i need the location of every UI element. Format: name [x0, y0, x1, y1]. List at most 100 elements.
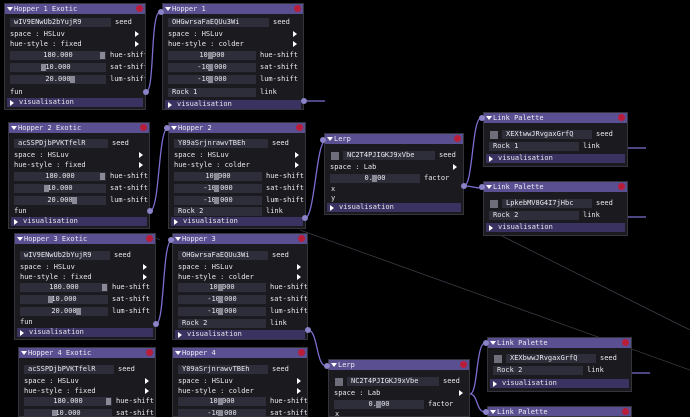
- space-expand-arrow-icon[interactable]: [145, 378, 149, 384]
- collapse-triangle-icon[interactable]: [331, 363, 337, 367]
- output-pin[interactable]: [143, 89, 149, 95]
- hue-style-dropdown[interactable]: hue-style : colder: [174, 161, 250, 169]
- slider-grab[interactable]: [214, 173, 219, 180]
- seed-input[interactable]: XEXbwwJRvgaxGrfQ: [506, 354, 596, 363]
- hue-style-expand-arrow-icon[interactable]: [293, 41, 297, 47]
- lock-checkbox[interactable]: [335, 378, 343, 386]
- collapse-triangle-icon[interactable]: [490, 410, 496, 414]
- node-hopper-4-exotic[interactable]: Hopper 4 Exotic acSSPDjbPVKTfelR seed sp…: [18, 347, 156, 417]
- seed-input[interactable]: XEXtwwJRvgaxGrfQ: [502, 130, 592, 139]
- space-expand-arrow-icon[interactable]: [453, 164, 457, 170]
- hue-style-expand-arrow-icon[interactable]: [145, 388, 149, 394]
- output-pin[interactable]: [301, 98, 307, 104]
- slider-grab[interactable]: [218, 284, 223, 291]
- space-dropdown[interactable]: space : HSLuv: [178, 377, 233, 385]
- collapse-triangle-icon[interactable]: [175, 237, 181, 241]
- space-expand-arrow-icon[interactable]: [297, 264, 301, 270]
- link-input[interactable]: Rock 2: [493, 366, 583, 375]
- collapse-triangle-icon[interactable]: [486, 185, 492, 189]
- output-pin[interactable]: [302, 215, 308, 221]
- hue-shift-slider[interactable]: 10.000: [178, 397, 266, 406]
- hue-style-expand-arrow-icon[interactable]: [295, 162, 299, 168]
- factor-slider[interactable]: 0.500: [334, 400, 424, 409]
- seed-input[interactable]: Y89aSrjnrawvTBEh: [174, 139, 268, 148]
- output-pin[interactable]: [305, 327, 311, 333]
- close-icon[interactable]: [136, 5, 143, 12]
- lum-shift-slider[interactable]: 20.000: [10, 75, 106, 84]
- space-dropdown[interactable]: space : HSLuv: [24, 377, 79, 385]
- sat-shift-slider[interactable]: -10.000: [168, 63, 256, 72]
- visualisation-toggle[interactable]: visualisation: [486, 154, 625, 163]
- collapse-triangle-icon[interactable]: [17, 237, 23, 241]
- space-dropdown[interactable]: space : HSLuv: [14, 151, 69, 159]
- close-icon[interactable]: [146, 235, 153, 242]
- slider-grab[interactable]: [41, 64, 46, 71]
- visualisation-toggle[interactable]: visualisation: [327, 203, 461, 212]
- hue-style-dropdown[interactable]: hue-style : colder: [178, 387, 254, 395]
- node-hopper-3[interactable]: Hopper 3 OHGwrsaFaEQUu3Wi seed space : H…: [172, 233, 308, 340]
- input-pin[interactable]: [479, 115, 485, 121]
- close-icon[interactable]: [618, 183, 625, 190]
- hue-style-expand-arrow-icon[interactable]: [143, 274, 147, 280]
- seed-input[interactable]: acSSPDjbPVKTfelR: [24, 365, 114, 374]
- slider-grab[interactable]: [100, 52, 105, 59]
- input-pin[interactable]: [324, 363, 330, 369]
- node-title-bar[interactable]: Hopper 3 Exotic: [15, 234, 155, 244]
- space-expand-arrow-icon[interactable]: [139, 152, 143, 158]
- space-expand-arrow-icon[interactable]: [143, 264, 147, 270]
- seed-input[interactable]: OHGwrsaFaEQUu3Wi: [168, 18, 269, 27]
- node-hopper-1[interactable]: Hopper 1 OHGwrsaFaEQUu3Wi seed space : H…: [162, 3, 304, 110]
- slider-grab[interactable]: [72, 197, 77, 204]
- hue-shift-slider[interactable]: 10.000: [174, 172, 262, 181]
- node-title-bar[interactable]: Hopper 4 Exotic: [19, 348, 155, 358]
- input-pin[interactable]: [483, 409, 489, 415]
- node-title-bar[interactable]: Link Palette: [488, 407, 631, 416]
- space-expand-arrow-icon[interactable]: [293, 31, 297, 37]
- node-title-bar[interactable]: Link Palette: [488, 338, 631, 348]
- slider-grab[interactable]: [52, 410, 57, 416]
- slider-grab[interactable]: [102, 284, 107, 291]
- input-pin[interactable]: [168, 237, 174, 243]
- input-pin[interactable]: [158, 9, 164, 15]
- node-hopper-1-exotic[interactable]: Hopper 1 Exotic wIV9ENwUb2bYujR9 seed sp…: [4, 3, 146, 110]
- visualisation-toggle[interactable]: visualisation: [11, 217, 147, 226]
- lum-shift-slider[interactable]: 20.000: [14, 196, 106, 205]
- close-icon[interactable]: [294, 5, 301, 12]
- factor-slider[interactable]: 0.500: [330, 174, 420, 183]
- input-pin[interactable]: [483, 340, 489, 346]
- collapse-triangle-icon[interactable]: [7, 7, 13, 11]
- link-input[interactable]: Rock 1: [168, 88, 256, 97]
- lock-checkbox[interactable]: [490, 200, 498, 208]
- close-icon[interactable]: [298, 235, 305, 242]
- seed-input[interactable]: Y89aSrjnrawvTBEh: [178, 365, 268, 374]
- space-dropdown[interactable]: space : HSLuv: [178, 263, 233, 271]
- lum-shift-slider[interactable]: -10.000: [178, 307, 266, 316]
- slider-grab[interactable]: [48, 296, 53, 303]
- hue-style-dropdown[interactable]: hue-style : fixed: [24, 387, 96, 395]
- visualisation-toggle[interactable]: visualisation: [175, 330, 305, 339]
- hue-shift-slider[interactable]: 180.000: [20, 283, 108, 292]
- node-title-bar[interactable]: Lerp: [329, 360, 469, 370]
- lum-shift-slider[interactable]: 20.000: [20, 307, 108, 316]
- sat-shift-slider[interactable]: -10.000: [178, 295, 266, 304]
- slider-grab[interactable]: [218, 398, 223, 405]
- close-icon[interactable]: [618, 114, 625, 121]
- hue-style-dropdown[interactable]: hue-style : fixed: [14, 161, 86, 169]
- node-hopper-2-exotic[interactable]: Hopper 2 Exotic acSSPDjbPVKTfelR seed sp…: [8, 122, 150, 229]
- slider-grab[interactable]: [76, 308, 81, 315]
- node-title-bar[interactable]: Hopper 2 Exotic: [9, 123, 149, 133]
- node-hopper-3-exotic[interactable]: Hopper 3 Exotic wIV9ENwUb2bYujR9 seed sp…: [14, 233, 156, 340]
- hue-shift-slider[interactable]: 180.000: [10, 51, 106, 60]
- hue-style-dropdown[interactable]: hue-style : fixed: [20, 273, 92, 281]
- lum-shift-slider[interactable]: -10.000: [174, 196, 262, 205]
- sat-shift-slider[interactable]: 10.000: [24, 409, 112, 416]
- output-pin[interactable]: [147, 208, 153, 214]
- close-icon[interactable]: [140, 124, 147, 131]
- seed-input[interactable]: NC2T4PJIGKJ9xVbe: [347, 377, 439, 386]
- node-hopper-2[interactable]: Hopper 2 Y89aSrjnrawvTBEh seed space : H…: [168, 122, 306, 229]
- input-pin[interactable]: [479, 184, 485, 190]
- seed-input[interactable]: wIV9ENwUb2bYujR9: [10, 18, 111, 27]
- collapse-triangle-icon[interactable]: [327, 137, 333, 141]
- output-pin[interactable]: [461, 183, 467, 189]
- node-link-palette[interactable]: Link Palette: [487, 406, 632, 417]
